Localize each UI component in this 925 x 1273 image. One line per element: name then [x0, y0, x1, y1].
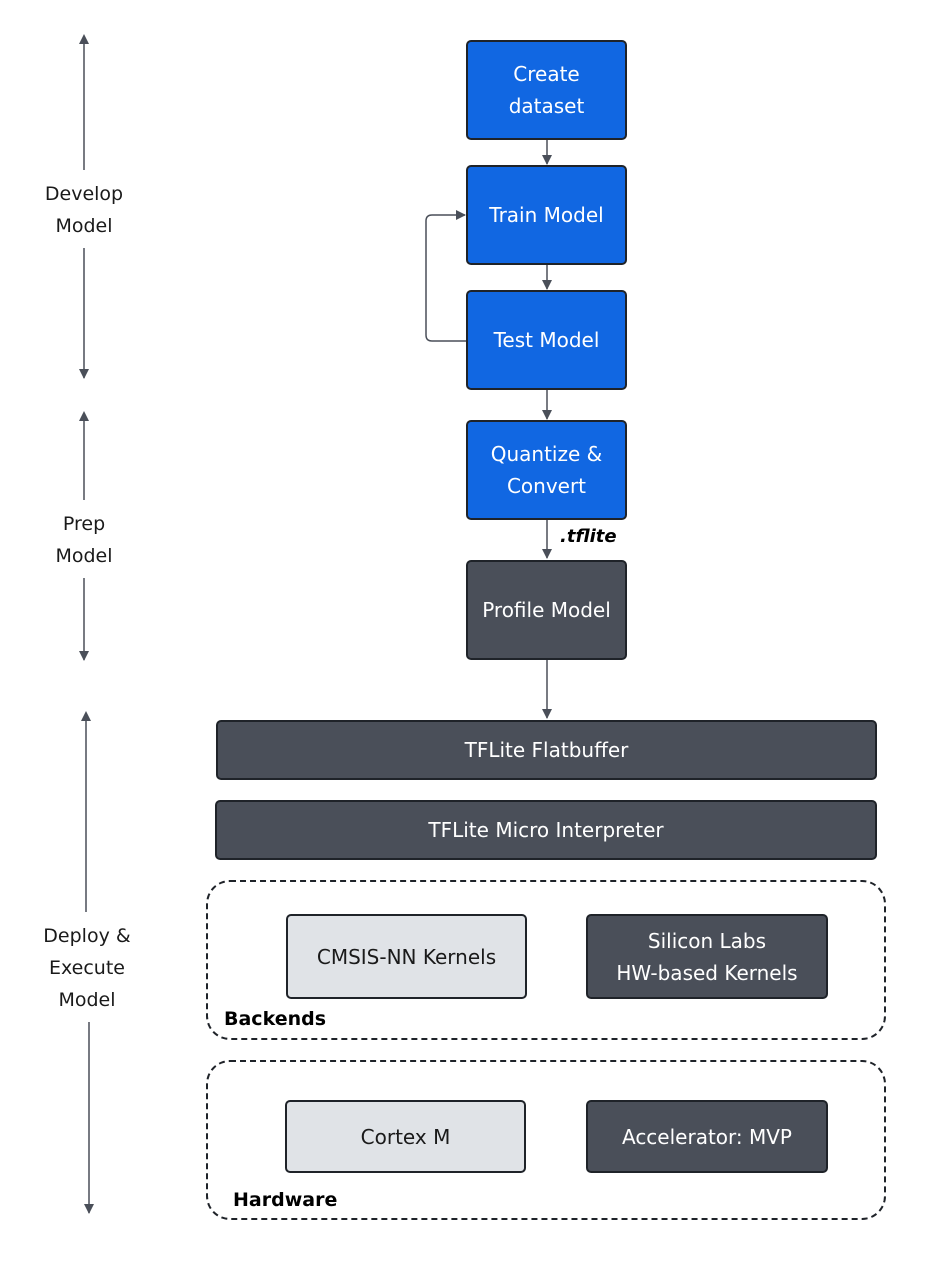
- quantize-convert-step: Quantize & Convert: [466, 420, 627, 520]
- hardware-group-label: Hardware: [233, 1189, 338, 1211]
- test-model-step: Test Model: [466, 290, 627, 390]
- develop-model-phase-label: Develop Model: [19, 178, 149, 242]
- tflite-flatbuffer-layer: TFLite Flatbuffer: [216, 720, 877, 780]
- deploy-phase-arrow: [81, 711, 94, 1214]
- hardware-group: [206, 1060, 886, 1220]
- silicon-labs-hw-kernels-box: Silicon Labs HW-based Kernels: [586, 914, 828, 999]
- accelerator-mvp-box: Accelerator: MVP: [586, 1100, 828, 1173]
- cortex-m-box: Cortex M: [285, 1100, 526, 1173]
- deploy-execute-model-phase-label: Deploy & Execute Model: [22, 920, 152, 1016]
- train-model-step: Train Model: [466, 165, 627, 265]
- prep-model-phase-label: Prep Model: [19, 508, 149, 572]
- backends-group: [206, 880, 886, 1040]
- cmsis-nn-kernels-box: CMSIS-NN Kernels: [286, 914, 527, 999]
- backends-group-label: Backends: [224, 1008, 327, 1030]
- tflite-edge-label: .tflite: [560, 526, 617, 547]
- create-dataset-step: Create dataset: [466, 40, 627, 140]
- test-to-train-loop-arrow: [425, 210, 467, 342]
- profile-model-step: Profile Model: [466, 560, 627, 660]
- tflite-micro-interpreter-layer: TFLite Micro Interpreter: [215, 800, 877, 860]
